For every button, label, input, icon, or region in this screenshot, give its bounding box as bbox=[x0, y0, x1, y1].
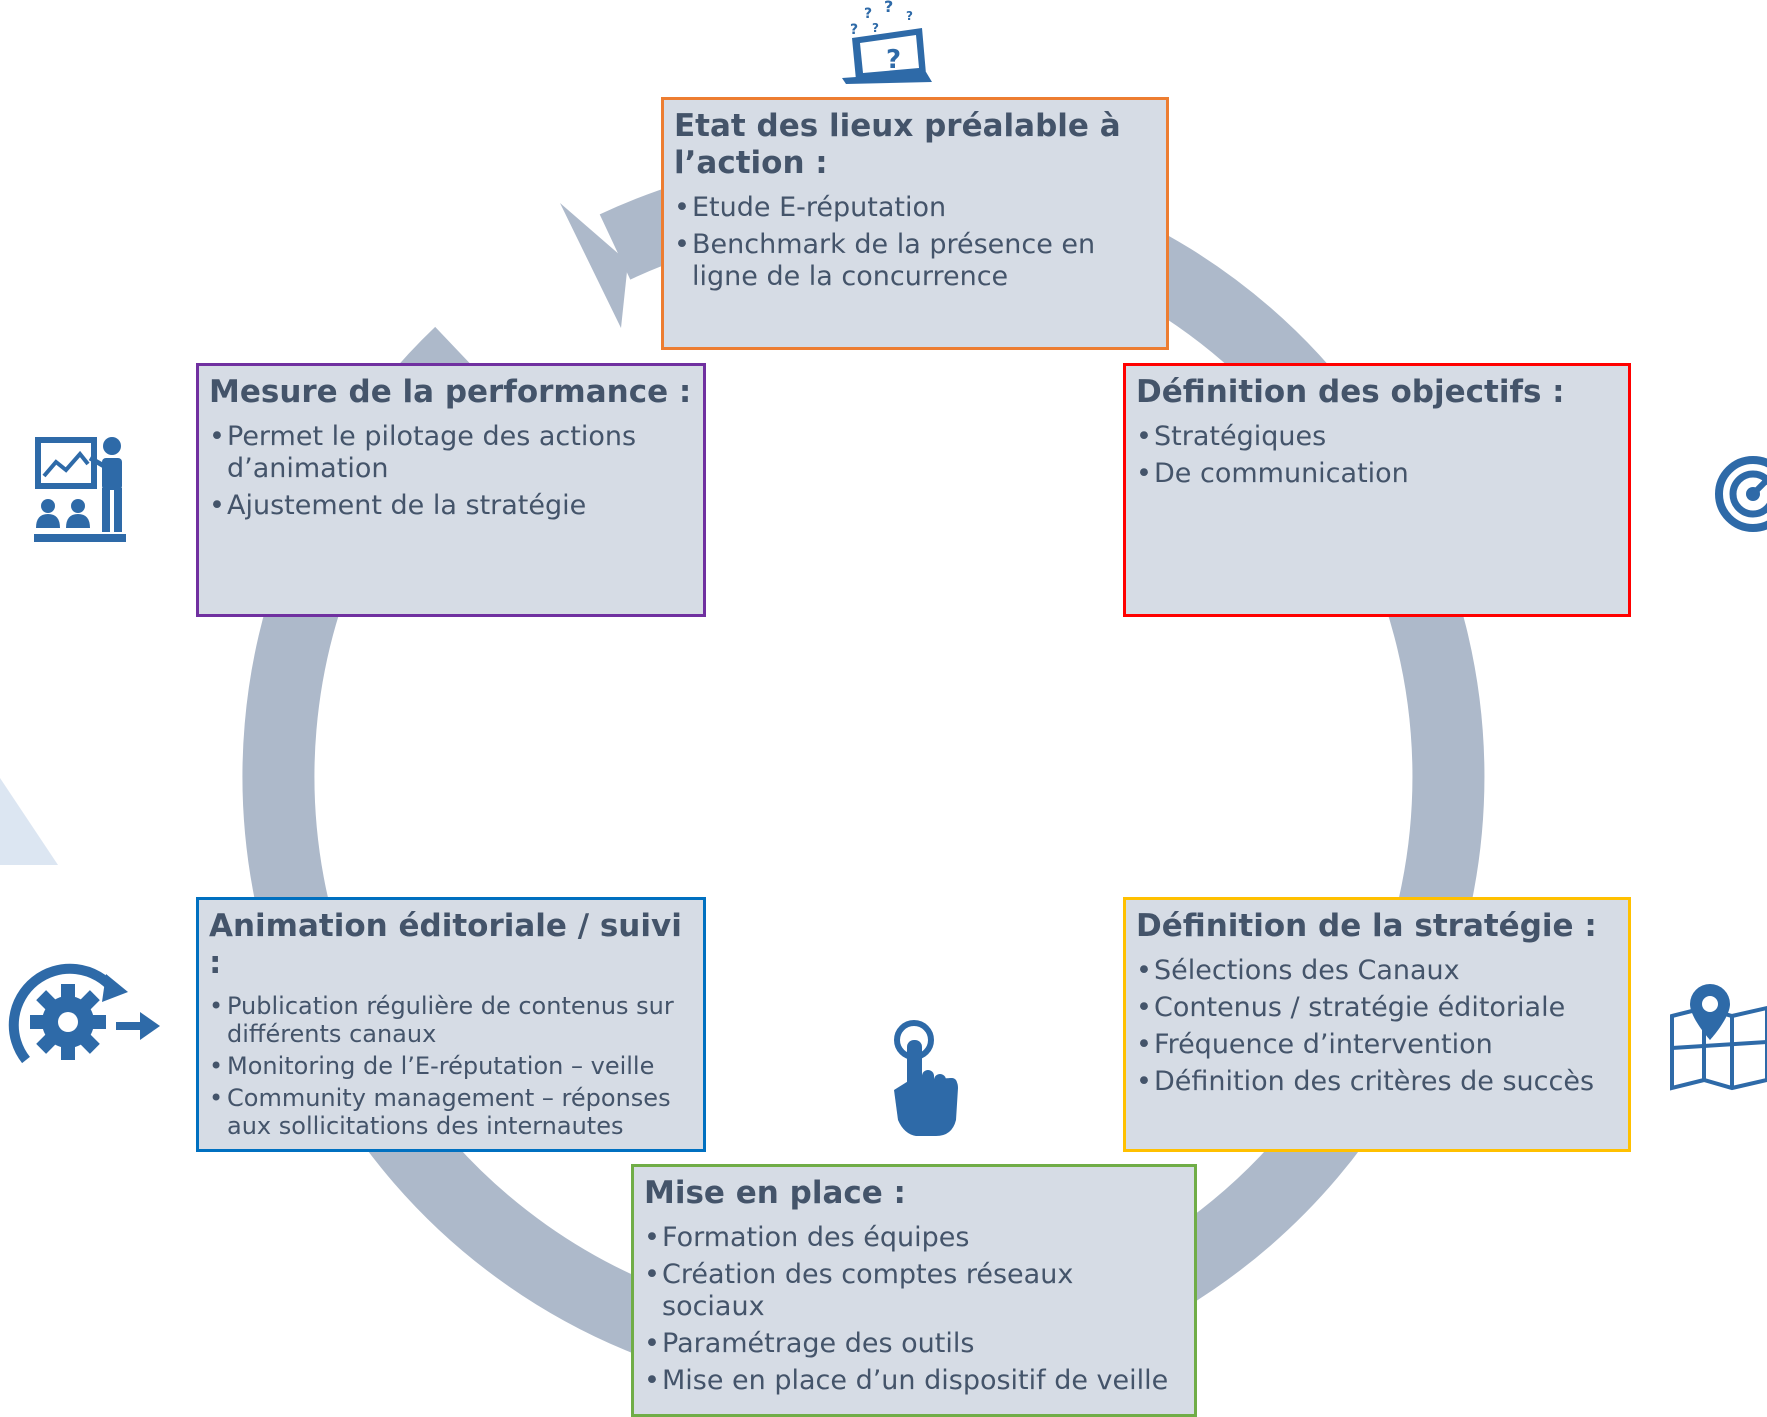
presentation-icon bbox=[34, 437, 126, 542]
step-box-5: Animation éditoriale / suivi : Publicati… bbox=[196, 897, 706, 1152]
step-item: Publication régulière de contenus sur di… bbox=[209, 992, 693, 1048]
step-item: Sélections des Canaux bbox=[1136, 955, 1618, 987]
laptop-question-icon: ? ? ? ? ? ? bbox=[842, 0, 932, 84]
svg-text:?: ? bbox=[886, 45, 901, 75]
svg-text:?: ? bbox=[872, 21, 879, 35]
step-box-2: Définition des objectifs : Stratégiques … bbox=[1123, 363, 1631, 617]
step-item: Monitoring de l’E-réputation – veille bbox=[209, 1052, 693, 1080]
step-box-3: Définition de la stratégie : Sélections … bbox=[1123, 897, 1631, 1152]
target-icon bbox=[1715, 456, 1767, 532]
step-item: Création des comptes réseaux sociaux bbox=[644, 1259, 1184, 1323]
step-item: Etude E-réputation bbox=[674, 192, 1156, 224]
step-item: Permet le pilotage des actions d’animati… bbox=[209, 421, 693, 485]
step-title: Etat des lieux préalable à l’action : bbox=[674, 108, 1121, 181]
step-item: Fréquence d’intervention bbox=[1136, 1029, 1618, 1061]
step-title: Mesure de la performance : bbox=[209, 374, 692, 410]
svg-text:?: ? bbox=[906, 9, 913, 23]
cycle-arrow-head bbox=[560, 203, 628, 328]
svg-text:?: ? bbox=[864, 6, 872, 22]
step-item: Ajustement de la stratégie bbox=[209, 490, 693, 522]
step-item: De communication bbox=[1136, 458, 1618, 490]
step-box-1: Etat des lieux préalable à l’action : Et… bbox=[661, 97, 1169, 350]
step-box-6: Mesure de la performance : Permet le pil… bbox=[196, 363, 706, 617]
svg-text:?: ? bbox=[884, 0, 893, 16]
step-item: Stratégiques bbox=[1136, 421, 1618, 453]
decorative-triangle bbox=[0, 778, 58, 865]
step-item: Définition des critères de succès bbox=[1136, 1066, 1618, 1098]
step-item: Paramétrage des outils bbox=[644, 1328, 1184, 1360]
step-title: Définition des objectifs : bbox=[1136, 374, 1565, 410]
gear-cycle-icon bbox=[8, 963, 160, 1064]
step-item: Benchmark de la présence en ligne de la … bbox=[674, 229, 1156, 293]
step-item: Community management – réponses aux soll… bbox=[209, 1084, 693, 1140]
step-item: Formation des équipes bbox=[644, 1222, 1184, 1254]
step-box-4: Mise en place : Formation des équipes Cr… bbox=[631, 1164, 1197, 1417]
step-item: Mise en place d’un dispositif de veille bbox=[644, 1365, 1184, 1397]
step-item: Contenus / stratégie éditoriale bbox=[1136, 992, 1618, 1024]
step-title: Mise en place : bbox=[644, 1175, 906, 1211]
svg-text:?: ? bbox=[850, 22, 858, 38]
map-pin-icon bbox=[1670, 984, 1767, 1091]
hand-pointer-icon bbox=[894, 1020, 958, 1136]
step-title: Animation éditoriale / suivi : bbox=[209, 908, 682, 981]
step-title: Définition de la stratégie : bbox=[1136, 908, 1597, 944]
